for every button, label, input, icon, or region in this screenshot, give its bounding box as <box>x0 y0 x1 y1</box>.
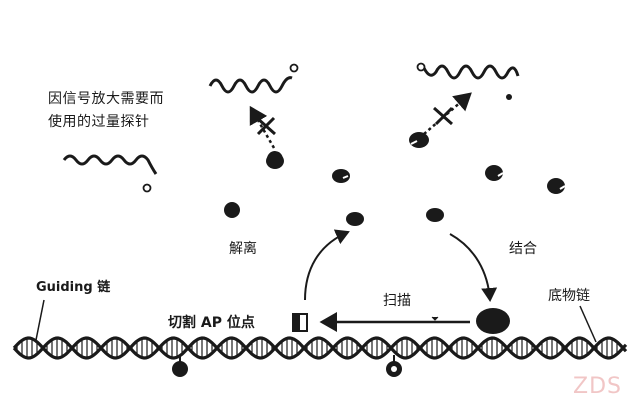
enzyme-blob-group <box>224 132 565 226</box>
enzyme-blob <box>547 178 565 194</box>
probe-squiggle-topright <box>416 62 520 100</box>
substrate-strand-label: 底物链 <box>548 288 590 304</box>
blocked-arrow-x-left <box>249 105 276 149</box>
guiding-strand-label: Guiding 链 <box>36 280 111 295</box>
helix-strand-a <box>12 336 628 360</box>
ap-site-marker-right <box>386 355 402 377</box>
blocked-arrow-x-right <box>423 92 472 135</box>
enzyme-blob <box>346 212 364 226</box>
enzyme-blob <box>332 169 350 183</box>
enzyme-blob <box>224 202 240 218</box>
scan-label: 扫描 <box>383 293 411 309</box>
cut-ap-site-label: 切割 AP 位点 <box>168 315 255 331</box>
dissociate-label: 解离 <box>229 241 257 257</box>
bind-arrow <box>449 233 498 302</box>
excess-probe-label-line1: 因信号放大需要而 <box>48 91 164 107</box>
dna-double-helix <box>12 336 628 360</box>
cleaved-site-marker <box>292 313 308 332</box>
enzyme-blob <box>426 208 444 222</box>
excess-probe-label-line2: 使用的过量探针 <box>48 114 150 130</box>
helix-strand-b <box>12 336 628 360</box>
substrate-pointer <box>579 305 597 343</box>
guiding-pointer <box>35 299 45 341</box>
enzyme-blob <box>266 153 284 169</box>
dissociate-arrow <box>304 229 350 301</box>
enzyme-blob <box>409 132 429 148</box>
bind-label: 结合 <box>509 241 537 257</box>
watermark: ZDS <box>573 374 622 399</box>
probe-squiggle-topleft <box>208 63 299 94</box>
enzyme-blob-bound <box>476 308 510 334</box>
enzyme-blob <box>485 165 503 181</box>
probe-squiggle-left <box>62 154 158 193</box>
ap-site-marker-left <box>172 355 188 377</box>
